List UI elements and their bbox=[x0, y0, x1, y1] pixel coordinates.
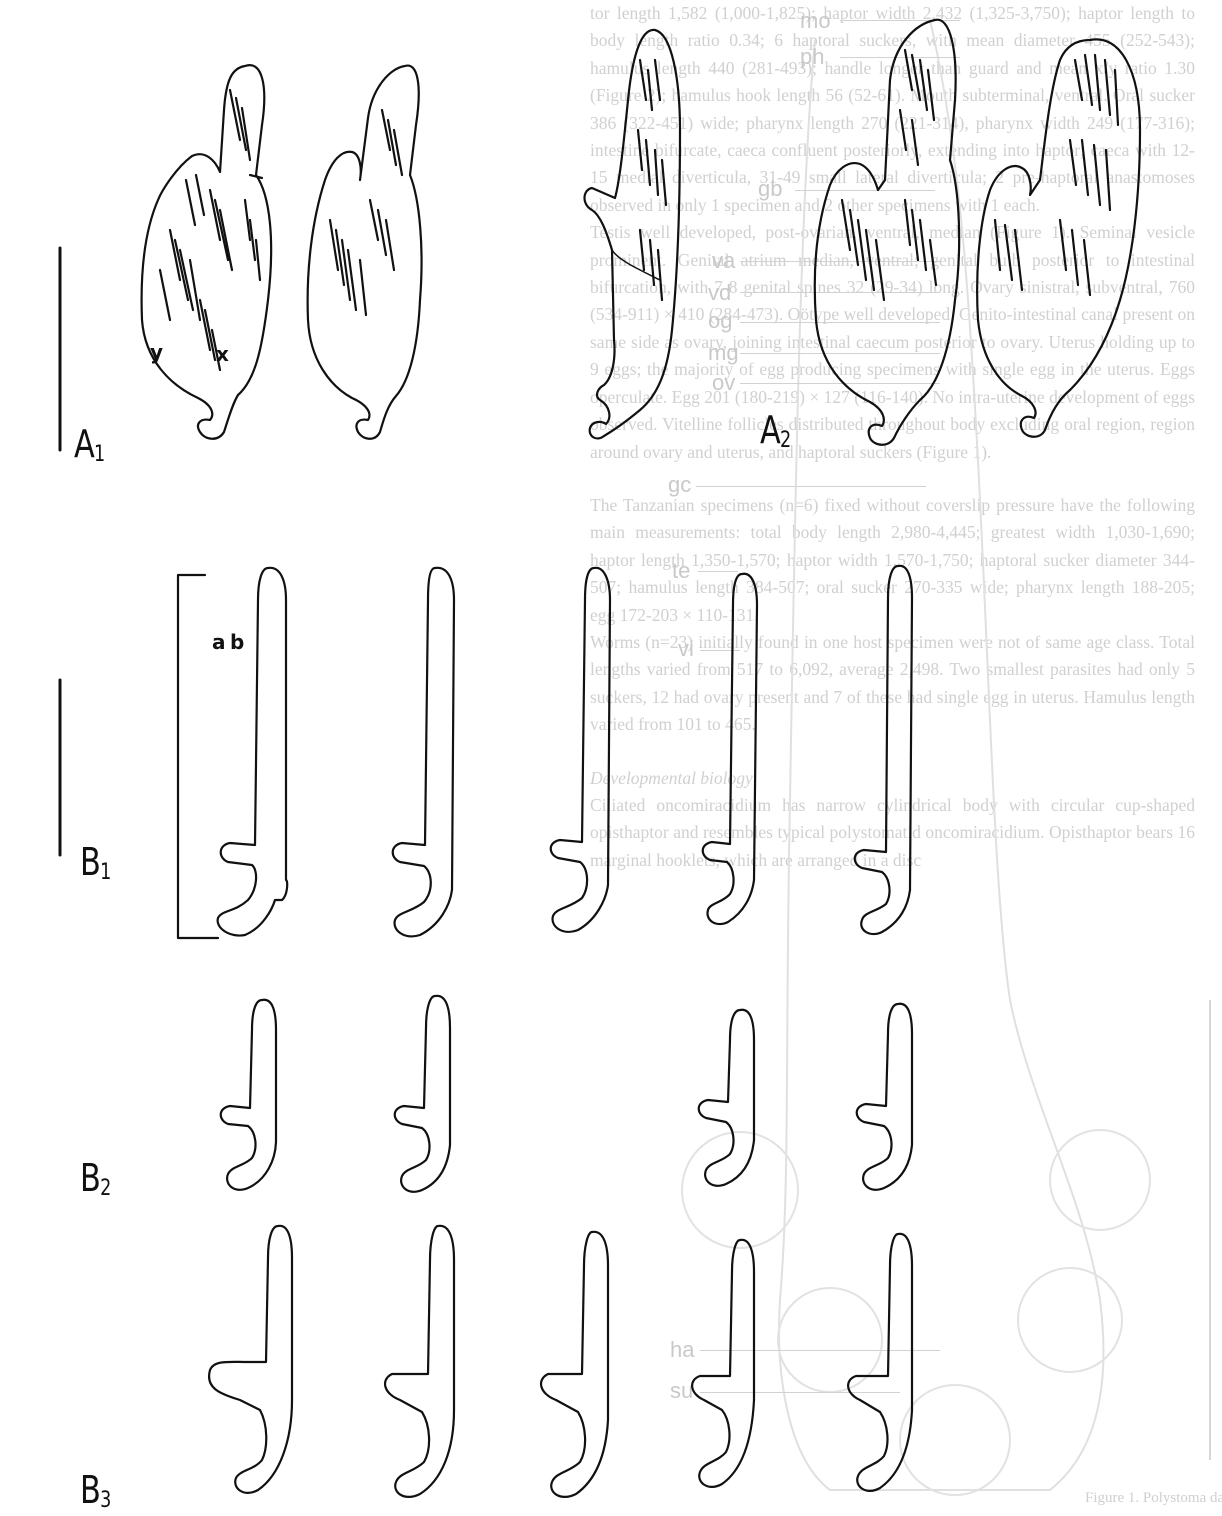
panel-label-b2: B2 bbox=[80, 1156, 110, 1201]
hook-a2-2 bbox=[977, 39, 1140, 436]
hook-right-1 bbox=[703, 574, 757, 924]
hook-b1-3 bbox=[551, 568, 610, 932]
hook-b1-1 bbox=[178, 568, 287, 938]
hook-b3-2 bbox=[385, 1226, 454, 1497]
dimension-y: y bbox=[150, 340, 163, 364]
hook-b3-4 bbox=[692, 1240, 754, 1487]
hook-b3-1 bbox=[209, 1226, 292, 1493]
hook-b2-4 bbox=[857, 1004, 912, 1190]
panel-label-b1: B1 bbox=[80, 840, 110, 885]
hook-a1-1 bbox=[142, 65, 272, 439]
hook-b3-5 bbox=[848, 1234, 912, 1491]
hook-right-2 bbox=[855, 566, 912, 934]
hook-a1-2 bbox=[308, 66, 422, 439]
hook-b3-3 bbox=[541, 1232, 608, 1497]
hook-b2-1 bbox=[221, 1000, 276, 1190]
panel-label-a2: A2 bbox=[760, 408, 790, 453]
panel-label-a1: A1 bbox=[74, 422, 104, 467]
hook-a2-1 bbox=[815, 20, 959, 445]
hook-b2-3 bbox=[699, 1010, 754, 1186]
panel-label-b3: B3 bbox=[80, 1468, 110, 1513]
hook-b2-2 bbox=[395, 996, 450, 1192]
dimension-a: a bbox=[212, 630, 226, 654]
dimension-b: b bbox=[230, 630, 244, 654]
hook-b1-2 bbox=[393, 568, 454, 937]
dimension-x: x bbox=[216, 342, 229, 366]
hook-a1-3 bbox=[585, 30, 681, 439]
